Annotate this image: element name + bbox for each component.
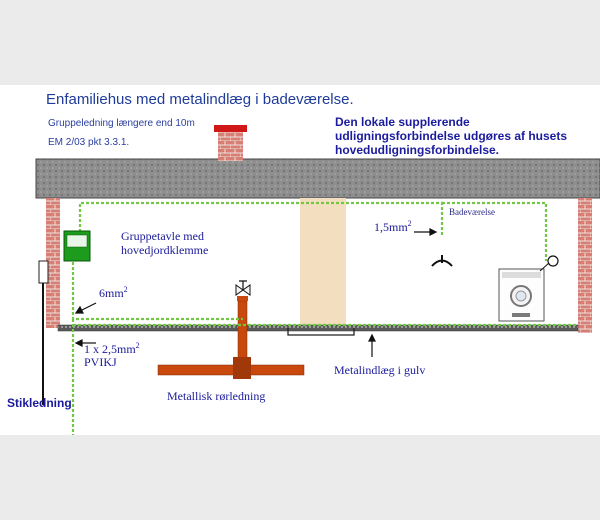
label-1-5mm2: 1,5mm2 xyxy=(374,219,412,235)
note-group-line: Gruppeledning længere end 10m xyxy=(48,118,195,129)
page-title: Enfamiliehus med metalindlæg i badeværel… xyxy=(46,91,354,108)
label-pvikj-sup: 2 xyxy=(135,341,140,350)
partition-wall xyxy=(300,198,346,328)
label-group-panel-line2: hovedjordklemme xyxy=(121,243,209,257)
label-metal-insert: Metalindlæg i gulv xyxy=(334,363,426,377)
arrowhead-1-5mm2 xyxy=(429,228,438,236)
washing-machine-icon xyxy=(498,268,545,322)
right-wall xyxy=(578,198,592,333)
conductor-top-run xyxy=(78,201,444,237)
washer-connection xyxy=(547,255,559,267)
lamp-icon xyxy=(431,255,453,267)
arrowhead-pvikj xyxy=(74,339,83,347)
note-reference: EM 2/03 pkt 3.3.1. xyxy=(48,137,130,148)
conductor-1-5mm2 xyxy=(442,201,548,261)
label-bathroom: Badeværelse xyxy=(449,207,495,217)
label-group-panel-line1: Gruppetavle med xyxy=(121,229,204,243)
installation-diagram xyxy=(35,125,600,435)
label-metal-pipe: Metallisk rørledning xyxy=(167,389,266,403)
label-pvikj-type: PVIKJ xyxy=(84,355,117,369)
label-pvikj: 1 x 2,5mm2 PVIKJ xyxy=(84,339,140,369)
label-1-5mm-text: 1,5mm xyxy=(374,220,408,234)
chimney xyxy=(218,131,243,161)
metal-pipe-main xyxy=(157,364,305,376)
washer-hose xyxy=(539,262,550,272)
metal-insert-bracket xyxy=(287,328,355,336)
arrowhead-6mm2 xyxy=(74,305,84,314)
label-6mm-text: 6mm xyxy=(99,286,124,300)
group-panel-window xyxy=(66,234,88,248)
left-wall xyxy=(46,198,60,328)
arrowhead-metalinlaeg xyxy=(368,333,376,342)
valve-stem xyxy=(239,280,247,290)
label-1-5mm-sup: 2 xyxy=(407,219,412,228)
arrow-6mm2 xyxy=(79,302,97,312)
meter-box xyxy=(38,260,49,284)
valve-base xyxy=(237,296,248,301)
roof xyxy=(35,158,600,199)
label-supply-line: Stikledning xyxy=(7,396,72,410)
pipe-tee xyxy=(233,357,251,379)
supplementary-note: Den lokale supplerende udligningsforbind… xyxy=(335,115,568,157)
chimney-cap xyxy=(214,125,247,132)
label-group-panel: Gruppetavle med hovedjordklemme xyxy=(121,229,208,257)
label-6mm-sup: 2 xyxy=(123,285,128,294)
slide: Enfamiliehus med metalindlæg i badeværel… xyxy=(0,85,600,435)
label-6mm2: 6mm2 xyxy=(99,285,128,301)
label-pvikj-size: 1 x 2,5mm xyxy=(84,342,136,356)
